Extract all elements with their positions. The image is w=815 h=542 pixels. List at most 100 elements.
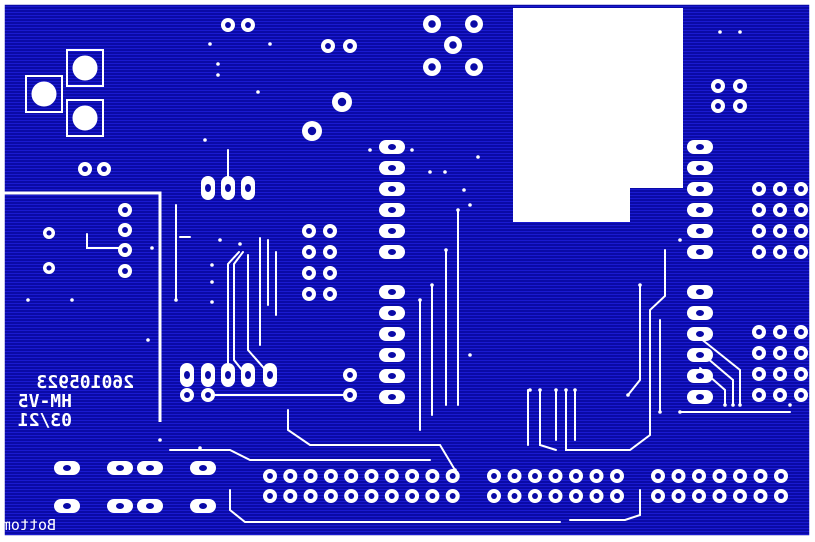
oval-pad <box>379 369 405 383</box>
through-hole-pad <box>302 287 316 301</box>
silkscreen-text: 260105923 HM-V5 03/21 <box>18 372 134 431</box>
through-hole-pad <box>548 489 563 503</box>
oval-pad <box>687 306 713 320</box>
through-hole-pad <box>445 489 460 503</box>
via <box>210 280 214 284</box>
through-hole-pad <box>548 469 563 483</box>
via <box>26 298 30 302</box>
through-hole-pad <box>671 489 686 503</box>
via <box>198 446 202 450</box>
traces <box>86 149 791 523</box>
via <box>238 242 242 246</box>
via <box>528 388 532 392</box>
mounting-pad <box>465 15 483 33</box>
through-hole-pad <box>773 367 787 381</box>
large-pads <box>25 49 104 137</box>
through-hole-pad <box>774 489 788 503</box>
via <box>738 30 742 34</box>
via <box>444 248 448 252</box>
via <box>453 468 457 472</box>
through-hole-pad <box>263 469 277 483</box>
oval-pad <box>201 176 215 200</box>
via <box>626 393 630 397</box>
oval-pad <box>241 176 255 200</box>
through-hole-pad <box>773 203 787 217</box>
through-hole-pad <box>773 346 787 360</box>
via <box>658 410 662 414</box>
oval-pad <box>379 140 405 154</box>
silk-line-2: HM-V5 <box>18 391 72 412</box>
oval-pad <box>137 461 163 475</box>
through-hole-pad <box>302 245 316 259</box>
oval-pad <box>687 203 713 217</box>
oval-pad <box>379 348 405 362</box>
through-hole-pad <box>323 245 337 259</box>
mounting-pad <box>423 15 441 33</box>
through-hole-pad <box>794 325 808 339</box>
sub-board-outline <box>4 191 162 422</box>
oval-pad <box>137 499 163 513</box>
through-hole-pad <box>343 39 357 53</box>
through-hole-pad <box>323 287 337 301</box>
via <box>428 170 432 174</box>
through-hole-pad <box>507 489 522 503</box>
silk-line-1: 260105923 <box>36 372 134 393</box>
through-hole-pad <box>711 99 725 113</box>
through-hole-pad <box>344 469 359 483</box>
through-hole-pad <box>712 469 727 483</box>
through-hole-pad <box>405 489 420 503</box>
through-hole-pad <box>774 469 788 483</box>
via <box>476 155 480 159</box>
through-hole-pad <box>773 224 787 238</box>
via <box>731 403 735 407</box>
through-hole-pad <box>712 489 727 503</box>
through-hole-pad <box>118 264 132 278</box>
through-hole-pad <box>323 224 337 238</box>
through-hole-pad <box>692 489 706 503</box>
through-hole-pad <box>794 388 808 402</box>
oval-pad <box>687 161 713 175</box>
oval-pad <box>107 499 133 513</box>
via <box>638 283 642 287</box>
through-hole-pad <box>752 224 766 238</box>
oval-pad <box>379 285 405 299</box>
through-hole-pad <box>569 469 583 483</box>
round-pads <box>43 15 808 503</box>
via <box>410 148 414 152</box>
through-hole-pad <box>283 489 298 503</box>
via <box>718 30 722 34</box>
through-hole-pad <box>487 489 501 503</box>
layer-label: Bottom <box>2 516 56 534</box>
via <box>538 388 542 392</box>
through-hole-pad <box>753 489 768 503</box>
oval-pad <box>379 245 405 259</box>
through-hole-pad <box>610 469 624 483</box>
via <box>554 388 558 392</box>
through-hole-pad <box>263 489 277 503</box>
via <box>462 188 466 192</box>
through-hole-pad <box>507 469 522 483</box>
through-hole-pad <box>321 39 335 53</box>
via <box>268 42 272 46</box>
via <box>150 246 154 250</box>
oval-pad <box>379 306 405 320</box>
oval-pad <box>687 390 713 404</box>
oval-pad <box>379 161 405 175</box>
via <box>256 90 260 94</box>
through-hole-pad <box>364 469 379 483</box>
through-hole-pad <box>43 262 55 274</box>
through-hole-pad <box>692 469 706 483</box>
via <box>723 403 727 407</box>
via <box>210 300 214 304</box>
through-hole-pad <box>711 79 725 93</box>
through-hole-pad <box>241 18 255 32</box>
through-hole-pad <box>794 224 808 238</box>
via <box>216 62 220 66</box>
through-hole-pad <box>303 489 318 503</box>
via <box>418 298 422 302</box>
through-hole-pad <box>569 489 583 503</box>
through-hole-pad <box>78 162 92 176</box>
through-hole-pad <box>43 227 55 239</box>
oval-pad <box>54 461 80 475</box>
